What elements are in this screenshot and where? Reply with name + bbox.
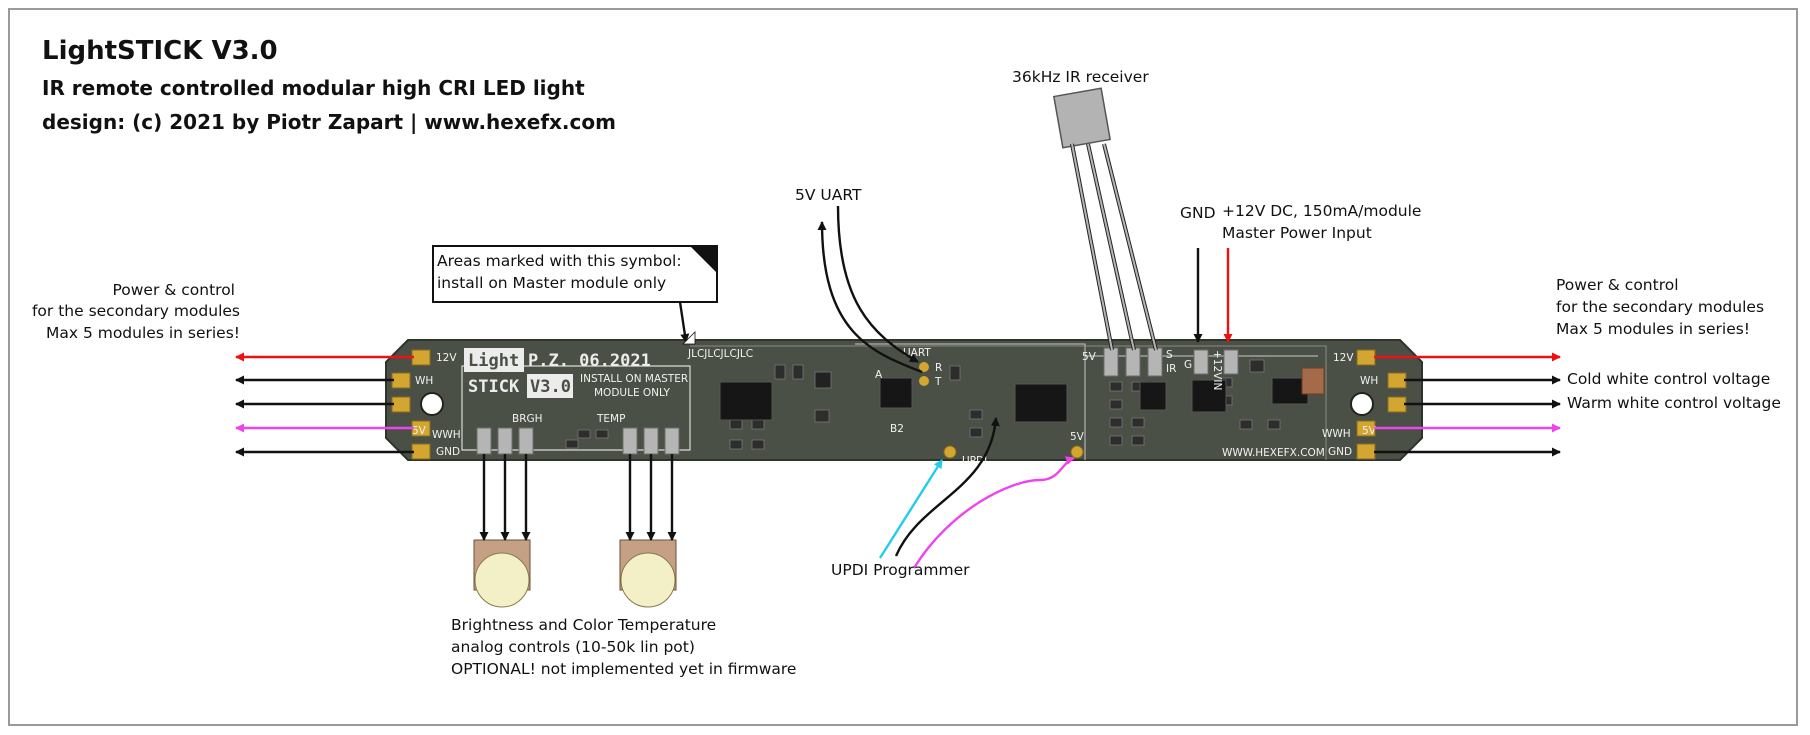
master-note-line-1: Areas marked with this symbol: <box>437 252 682 270</box>
power-pad-12v <box>1224 350 1238 374</box>
left-power-label-1: Power & control <box>112 281 235 299</box>
uart-silk-r: R <box>935 362 942 374</box>
left-power-label-2: for the secondary modules <box>32 302 240 320</box>
logo-date: P.Z. 06.2021 <box>528 351 651 371</box>
right-power-label-2: for the secondary modules <box>1556 298 1764 316</box>
mounting-hole <box>421 393 443 415</box>
pin-label-5v-left: 5V <box>412 425 427 437</box>
pin-label-wh-right: WH <box>1360 375 1378 387</box>
pin-label-wwh-right: WWH <box>1322 428 1351 440</box>
silk-g: G <box>1184 359 1192 371</box>
install-master-text-2: MODULE ONLY <box>594 387 670 399</box>
gnd-input-label: GND <box>1180 204 1216 222</box>
pots-label-1: Brightness and Color Temperature <box>451 616 716 634</box>
temp-label: TEMP <box>596 413 625 425</box>
pots-label-2: analog controls (10-50k lin pot) <box>451 638 695 656</box>
right-power-label-3: Max 5 modules in series! <box>1556 320 1750 338</box>
updi-pad <box>944 446 956 458</box>
power-pad-g <box>1194 350 1208 374</box>
silk-ir: IR <box>1166 363 1176 375</box>
logo-light: Light <box>468 351 519 371</box>
silk-5v: 5V <box>1070 431 1085 443</box>
website-silk: WWW.HEXEFX.COM <box>1222 447 1325 459</box>
silk-a: A <box>875 369 883 381</box>
power-input-label-2: Master Power Input <box>1222 224 1372 242</box>
logo-stick: STICK <box>468 377 520 397</box>
install-master-text: INSTALL ON MASTER <box>580 373 688 385</box>
silk-s: S <box>1166 349 1173 361</box>
arrow-uart-in <box>838 206 918 362</box>
warm-white-label: Warm white control voltage <box>1567 394 1781 412</box>
pin-label-12v-left: 12V <box>436 352 457 364</box>
ir-receiver <box>1054 88 1156 350</box>
pin-label-wh-left: WH <box>415 375 433 387</box>
brightness-pot <box>474 540 530 607</box>
master-note-line-2: install on Master module only <box>437 274 666 292</box>
power-input-label-1: +12V DC, 150mA/module <box>1222 202 1421 220</box>
color-temp-pot <box>620 540 676 607</box>
logo-version: V3.0 <box>530 377 571 397</box>
ir-pads <box>1104 348 1162 376</box>
silk-5v-ir: 5V <box>1082 351 1097 363</box>
pots-label-3: OPTIONAL! not implemented yet in firmwar… <box>451 660 796 678</box>
mounting-hole <box>1351 393 1373 415</box>
brgh-label: BRGH <box>512 413 543 425</box>
pad-5v <box>1071 446 1083 458</box>
pin-label-gnd-right: GND <box>1328 446 1352 458</box>
inductor <box>1302 368 1324 394</box>
uart-pad-t <box>919 376 929 386</box>
uart-label: 5V UART <box>795 186 862 204</box>
pin-label-wwh-left: WWH <box>432 429 461 441</box>
pin-label-12v-right: 12V <box>1333 352 1354 364</box>
cold-white-label: Cold white control voltage <box>1567 370 1770 388</box>
ir-receiver-label: 36kHz IR receiver <box>1012 68 1149 86</box>
right-power-label-1: Power & control <box>1556 276 1679 294</box>
updi-cable-magenta <box>914 458 1074 568</box>
silk-12vin: +12VIN <box>1211 350 1223 390</box>
silk-b2: B2 <box>890 423 904 435</box>
left-power-label-3: Max 5 modules in series! <box>46 324 240 342</box>
pin-label-gnd-left: GND <box>436 446 460 458</box>
jlc-text: JLCJLCJLCJLC <box>687 348 753 360</box>
arrow-master-note <box>680 302 686 342</box>
updi-programmer-label: UPDI Programmer <box>831 561 970 579</box>
uart-silk-label: UART <box>903 347 931 359</box>
uart-silk-t: T <box>934 376 942 388</box>
